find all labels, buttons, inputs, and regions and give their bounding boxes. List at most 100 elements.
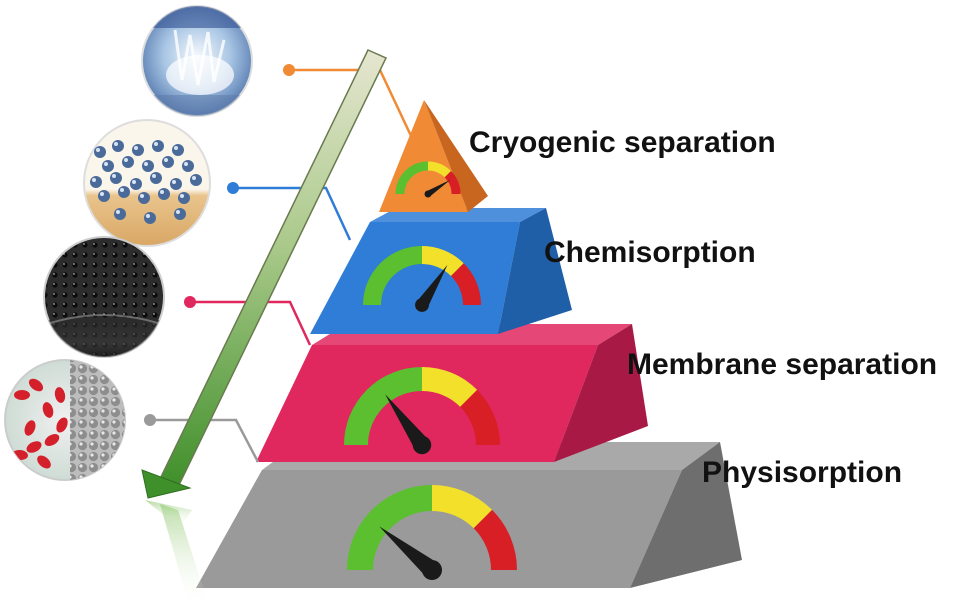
tier-chemisorption-front xyxy=(310,222,520,334)
gauge-low-segment xyxy=(347,485,433,571)
physisorption-particles-image xyxy=(4,359,126,481)
chemisorption-surface-image xyxy=(83,119,211,247)
molecule-highlight xyxy=(140,194,144,198)
tier-physisorption xyxy=(196,442,742,588)
red-particle xyxy=(28,378,44,392)
molecule-sphere xyxy=(182,160,194,172)
molecule-highlight xyxy=(160,190,164,194)
gauge-chemisorption xyxy=(363,246,481,312)
label-membrane-separation: Membrane separation xyxy=(627,348,938,381)
gauge-hub xyxy=(415,298,429,312)
molecule-sphere xyxy=(102,160,114,172)
gauge-high-segment xyxy=(459,389,500,446)
molecule-sphere xyxy=(170,178,182,190)
gauge-mid-segment xyxy=(421,367,478,408)
red-particle xyxy=(14,390,30,400)
gauge-high-segment xyxy=(444,171,461,195)
molecule-highlight xyxy=(116,210,120,214)
tier-cryogenic-side xyxy=(424,100,488,212)
membrane-pores-image xyxy=(43,236,165,358)
tier-chemisorption-side xyxy=(498,208,572,334)
molecule-highlight xyxy=(120,188,124,192)
molecule-highlight xyxy=(176,210,180,214)
gauge-needle xyxy=(385,394,429,450)
molecule-highlight xyxy=(124,158,128,162)
gauge-low-segment xyxy=(363,246,423,306)
molecule-highlight xyxy=(172,180,176,184)
red-particle xyxy=(24,420,36,436)
gauge-needle xyxy=(379,526,438,578)
molecule-highlight xyxy=(154,142,158,146)
connector-physisorption xyxy=(144,414,260,463)
red-particle xyxy=(37,455,51,469)
molecule-sphere xyxy=(158,188,170,200)
gauge-hub xyxy=(421,559,443,581)
molecule-highlight xyxy=(180,194,184,198)
molecule-sphere xyxy=(94,146,106,158)
gauge-cryogenic xyxy=(395,161,461,198)
molecule-highlight xyxy=(174,146,178,150)
trend-arrow xyxy=(141,49,388,609)
molecule-sphere xyxy=(122,156,134,168)
tier-chemisorption xyxy=(310,208,572,334)
gauge-needle xyxy=(416,264,448,309)
gauge-physisorption xyxy=(347,485,517,581)
molecule-highlight xyxy=(114,142,118,146)
tier-physisorption-side xyxy=(630,442,742,588)
molecule-sphere xyxy=(162,156,174,168)
gauge-membrane xyxy=(344,367,500,455)
gauge-low-segment xyxy=(344,367,423,446)
molecule-sphere xyxy=(144,212,156,224)
molecule-highlight xyxy=(132,180,136,184)
molecule-sphere xyxy=(98,190,110,202)
gauge-needle xyxy=(426,179,451,197)
molecule-sphere xyxy=(152,140,164,152)
molecule-highlight xyxy=(100,192,104,196)
red-particle xyxy=(26,441,42,453)
red-particle xyxy=(56,417,68,433)
gauge-mid-segment xyxy=(427,161,451,178)
connector-membrane xyxy=(184,296,312,346)
gauge-high-segment xyxy=(450,263,481,306)
tier-membrane-side xyxy=(554,324,648,462)
gauge-hub xyxy=(412,435,432,455)
molecule-highlight xyxy=(164,158,168,162)
molecule-highlight xyxy=(184,162,188,166)
molecule-highlight xyxy=(152,174,156,178)
molecule-highlight xyxy=(146,214,150,218)
molecule-sphere xyxy=(142,160,154,172)
tier-physisorption-front xyxy=(196,470,682,588)
label-physisorption: Physisorption xyxy=(702,456,903,489)
molecule-sphere xyxy=(190,174,202,186)
molecule-sphere xyxy=(178,192,190,204)
molecule-highlight xyxy=(112,174,116,178)
red-particle xyxy=(44,434,60,446)
molecule-highlight xyxy=(134,146,138,150)
molecule-sphere xyxy=(110,172,122,184)
gauge-hub xyxy=(424,190,432,198)
gauge-high-segment xyxy=(473,509,517,571)
gauge-mid-segment xyxy=(431,485,493,529)
molecule-sphere xyxy=(114,208,126,220)
connector-chemisorption xyxy=(227,182,352,241)
molecule-highlight xyxy=(96,148,100,152)
molecule-sphere xyxy=(90,176,102,188)
tier-membrane-front xyxy=(256,345,598,462)
cryogenic-photo xyxy=(141,5,253,117)
label-cryogenic-separation: Cryogenic separation xyxy=(469,126,776,159)
red-particle xyxy=(42,402,54,418)
molecule-sphere xyxy=(130,178,142,190)
molecule-sphere xyxy=(172,144,184,156)
gauge-low-segment xyxy=(395,161,429,195)
molecule-sphere xyxy=(174,208,186,220)
molecule-sphere xyxy=(150,172,162,184)
gauge-mid-segment xyxy=(421,246,464,277)
molecule-sphere xyxy=(112,140,124,152)
molecule-sphere xyxy=(118,186,130,198)
molecule-highlight xyxy=(92,178,96,182)
molecule-highlight xyxy=(192,176,196,180)
label-chemisorption: Chemisorption xyxy=(544,236,756,269)
molecule-highlight xyxy=(144,162,148,166)
molecule-highlight xyxy=(104,162,108,166)
